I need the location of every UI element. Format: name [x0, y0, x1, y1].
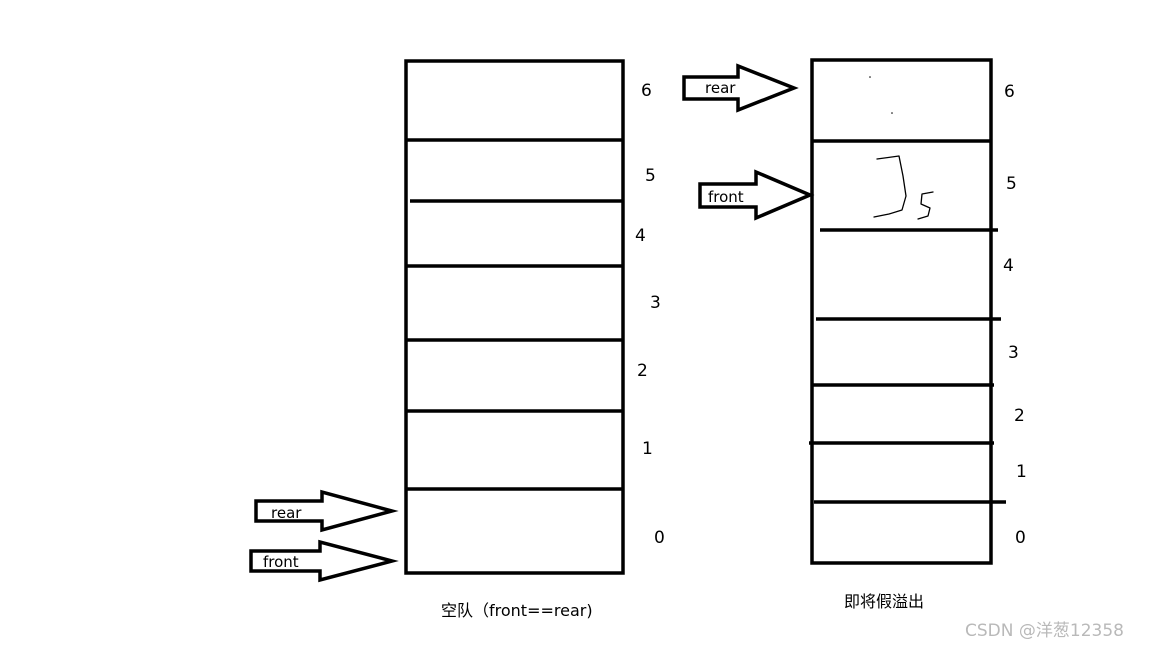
left-slot-label-4: 4: [635, 226, 646, 246]
left-slot-label-0: 0: [654, 528, 665, 548]
left-rear-label: rear: [271, 504, 302, 522]
left-slot-label-6: 6: [641, 81, 652, 101]
right-front-arrow: front: [698, 169, 815, 221]
watermark: CSDN @洋葱12358: [965, 621, 1124, 641]
stray-dot: [869, 76, 871, 78]
left-slot-label-2: 2: [637, 361, 648, 381]
left-rear-arrow: rear: [254, 489, 399, 533]
right-slot-label-1: 1: [1016, 462, 1027, 482]
right-slot-label-6: 6: [1004, 82, 1015, 102]
right-queue-caption: 即将假溢出: [844, 592, 924, 611]
right-slot-label-3: 3: [1008, 343, 1019, 363]
right-slot-label-2: 2: [1014, 406, 1025, 426]
left-front-arrow: front: [249, 539, 399, 583]
right-rear-label: rear: [705, 79, 736, 97]
stray-dot: [891, 112, 893, 114]
right-queue-box: [810, 58, 993, 565]
handwritten-mark-j5: [873, 155, 934, 220]
right-queue: 6 5 4 3 2 1 0 rear front 即将假溢出: [682, 58, 1027, 611]
right-slot-label-5: 5: [1006, 174, 1017, 194]
left-queue-caption: 空队（front==rear): [441, 601, 593, 620]
left-queue: 6 5 4 3 2 1 0 rear front 空队（front==rear): [249, 59, 665, 620]
right-rear-arrow: rear: [682, 63, 799, 113]
left-slot-label-5: 5: [645, 166, 656, 186]
left-queue-box: [404, 59, 625, 575]
left-front-label: front: [263, 553, 299, 571]
right-slot-label-0: 0: [1015, 528, 1026, 548]
left-slot-label-1: 1: [642, 439, 653, 459]
left-slot-label-3: 3: [650, 293, 661, 313]
right-front-label: front: [708, 188, 744, 206]
right-slot-label-4: 4: [1003, 256, 1014, 276]
